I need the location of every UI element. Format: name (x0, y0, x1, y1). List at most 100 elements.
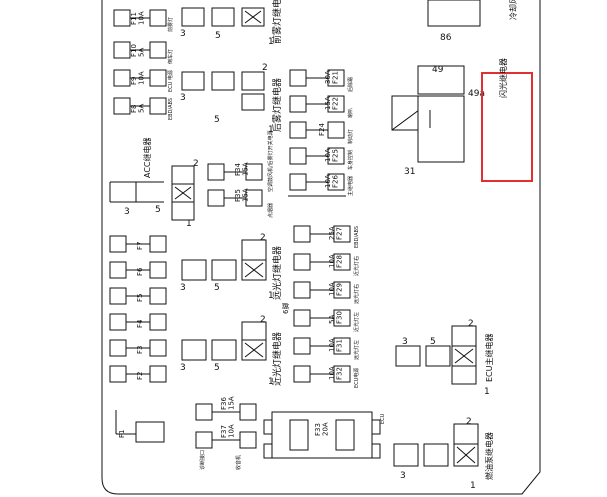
fuse-note: ECU (380, 413, 386, 424)
fuse-label-f3: F3 (136, 346, 144, 354)
pin-label: 2 (468, 319, 474, 329)
relay-label-low-beam: 近光灯继电器 (271, 332, 283, 386)
relay-label-flasher: 闪光继电器 (498, 58, 508, 98)
fuse-label-f33: F3320A (314, 422, 330, 436)
fuse-label-f27: 25AF27 (328, 226, 344, 240)
fuse-socket (149, 41, 167, 59)
pin-label: 49 (432, 65, 444, 75)
pin-label: 5 (430, 337, 436, 347)
relay-front-fog: 3 5 1 前雾灯继电器 (180, 0, 283, 47)
pin-label: 1 (268, 377, 274, 387)
pin-label: 2 (260, 233, 266, 243)
fuse-socket (113, 9, 131, 27)
fuse-label-f1: F1 (118, 430, 126, 438)
pin-label: 5 (215, 31, 221, 41)
relay-acc: 2 3 5 1 ACC继电器 (109, 137, 199, 229)
fuse-label-f30: 5AF30 (328, 311, 344, 324)
bottom-fuses: F3615A F3710A 诊断接口 收音机 F3320A ECU (195, 396, 386, 470)
fuses-f34-f35: F3415A F3515A 空调鼓风机/后雾灯开关电源 点烟器 (207, 130, 274, 218)
relay-label-ecu-main: ECU主继电器 (484, 334, 494, 383)
fuse-socket (149, 97, 167, 115)
pin-label: 3 (180, 29, 186, 39)
fuse-label-f2: F2 (136, 372, 144, 380)
fuse-label-f5: F5 (136, 294, 144, 302)
pin-label: 2 (193, 159, 199, 169)
fuse-label-f26: 10AF26 (324, 174, 340, 188)
fuse-label-f36: F3615A (220, 396, 236, 410)
pin-label: 3 (402, 337, 408, 347)
fuse-note: 后除霜 (347, 77, 354, 92)
pin-label: 5 (155, 205, 161, 215)
fuse-label-f25: 10AF25 (324, 148, 340, 162)
relay-label-acc: ACC继电器 (142, 137, 152, 178)
pin-label: 3 (180, 283, 186, 293)
fuse-label-f8: F85A (130, 104, 146, 113)
pin-label: 2 (260, 315, 266, 325)
pin-label: 1 (268, 291, 274, 301)
pin-label: 49a (468, 89, 485, 99)
right-center-fuse-column: 30AF21 15AF22 F24 10AF25 10AF26 后除霜 喇叭 制… (288, 69, 354, 197)
six-pin-label: 6脚 (281, 303, 290, 314)
fuse-label-f22: 15AF22 (324, 96, 340, 110)
pin-label: 86 (440, 33, 452, 43)
fuse-note: EBD/ABS (354, 226, 360, 248)
fuse-socket (149, 9, 167, 27)
relay-label-cooling-fan: 冷却风 (508, 0, 518, 20)
fuse-note: 近光灯左 (353, 312, 360, 332)
pin-label: 3 (400, 471, 406, 481)
relay-ecu-main: 2 3 5 1 ECU主继电器 (395, 319, 494, 397)
pin-label: 1 (186, 219, 192, 229)
fuse-note: 远光灯右 (353, 284, 360, 304)
relay-label-rear-fog: 后雾灯继电器 (271, 78, 283, 132)
fuse-note: 倒车灯 (167, 49, 174, 64)
relay-rear-fog: 2 3 5 1 后雾灯继电器 (180, 63, 283, 135)
pin-label: 5 (214, 283, 220, 293)
fuse-label-f29: 10AF29 (328, 282, 344, 296)
fuse-column-f27-f32: 25AF27 10AF28 10AF29 5AF30 10AF31 10AF32… (281, 225, 360, 388)
fuse-note: 车身控制 (347, 150, 354, 170)
relay-low-beam: 2 3 5 1 近光灯继电器 (180, 315, 283, 387)
relay-label-front-fog: 前雾灯继电器 (271, 0, 283, 44)
relay-flasher: 86 49 49a 31 冷却风 (391, 0, 518, 177)
pin-label: 1 (470, 481, 476, 491)
fuse-note: 收音机 (235, 455, 242, 470)
pin-label: 1 (268, 125, 274, 135)
fuse-label-f35: F3515A (234, 188, 250, 202)
pin-label: 31 (404, 167, 415, 177)
fuse-note: 主继电器 (347, 176, 354, 196)
pin-label: 5 (214, 363, 220, 373)
fuse-column-f7-f1: F7 F6 F5 F4 F3 F2 F1 (109, 235, 167, 443)
fuse-label-f6: F6 (136, 267, 144, 276)
fuse-label-f9: F910A (130, 71, 146, 85)
fuse-label-f31: 10AF31 (328, 338, 344, 352)
fuse-label-f28: 10AF28 (328, 254, 344, 268)
fuse-note: 空调鼓风机/后雾灯开关电源 (267, 130, 274, 192)
fuse-label-f21: 30AF21 (324, 70, 340, 84)
fuse-label-f34: F3415A (234, 162, 250, 176)
fuse-label-f32: 10AF32 (328, 366, 344, 380)
fuse-socket (113, 97, 131, 115)
fuse-note: 远光灯左 (353, 340, 360, 360)
fuse-label-f10: F105A (130, 44, 146, 57)
fuse-socket (113, 41, 131, 59)
pin-label: 2 (262, 63, 268, 73)
pin-label: 2 (466, 417, 472, 427)
fuse-socket (149, 69, 167, 87)
pin-label: 3 (124, 207, 130, 217)
fuse-label-f4: F4 (136, 319, 144, 328)
relay-label-high-beam: 远光灯继电器 (271, 246, 283, 300)
pin-label: 5 (214, 115, 220, 125)
pin-label: 1 (484, 387, 490, 397)
fuse-note: 制动灯 (347, 129, 354, 144)
pin-label: 3 (180, 93, 186, 103)
fuse-note: 诊断接口 (199, 450, 206, 470)
fuse-label-f7: F7 (136, 242, 144, 250)
fuse-note: 近光灯右 (353, 256, 360, 276)
relay-fuel-pump: 2 3 1 燃油泵继电器 (393, 417, 494, 491)
relay-high-beam: 2 3 5 1 远光灯继电器 (180, 233, 283, 301)
fuse-note: EBD/ABS (168, 98, 174, 120)
left-fuse-column: F1110A F105A F910A F85A 前雾灯 倒车灯 ECU 电源 E… (113, 9, 174, 120)
highlight-flasher-label (481, 72, 533, 182)
pin-label: 3 (180, 363, 186, 373)
